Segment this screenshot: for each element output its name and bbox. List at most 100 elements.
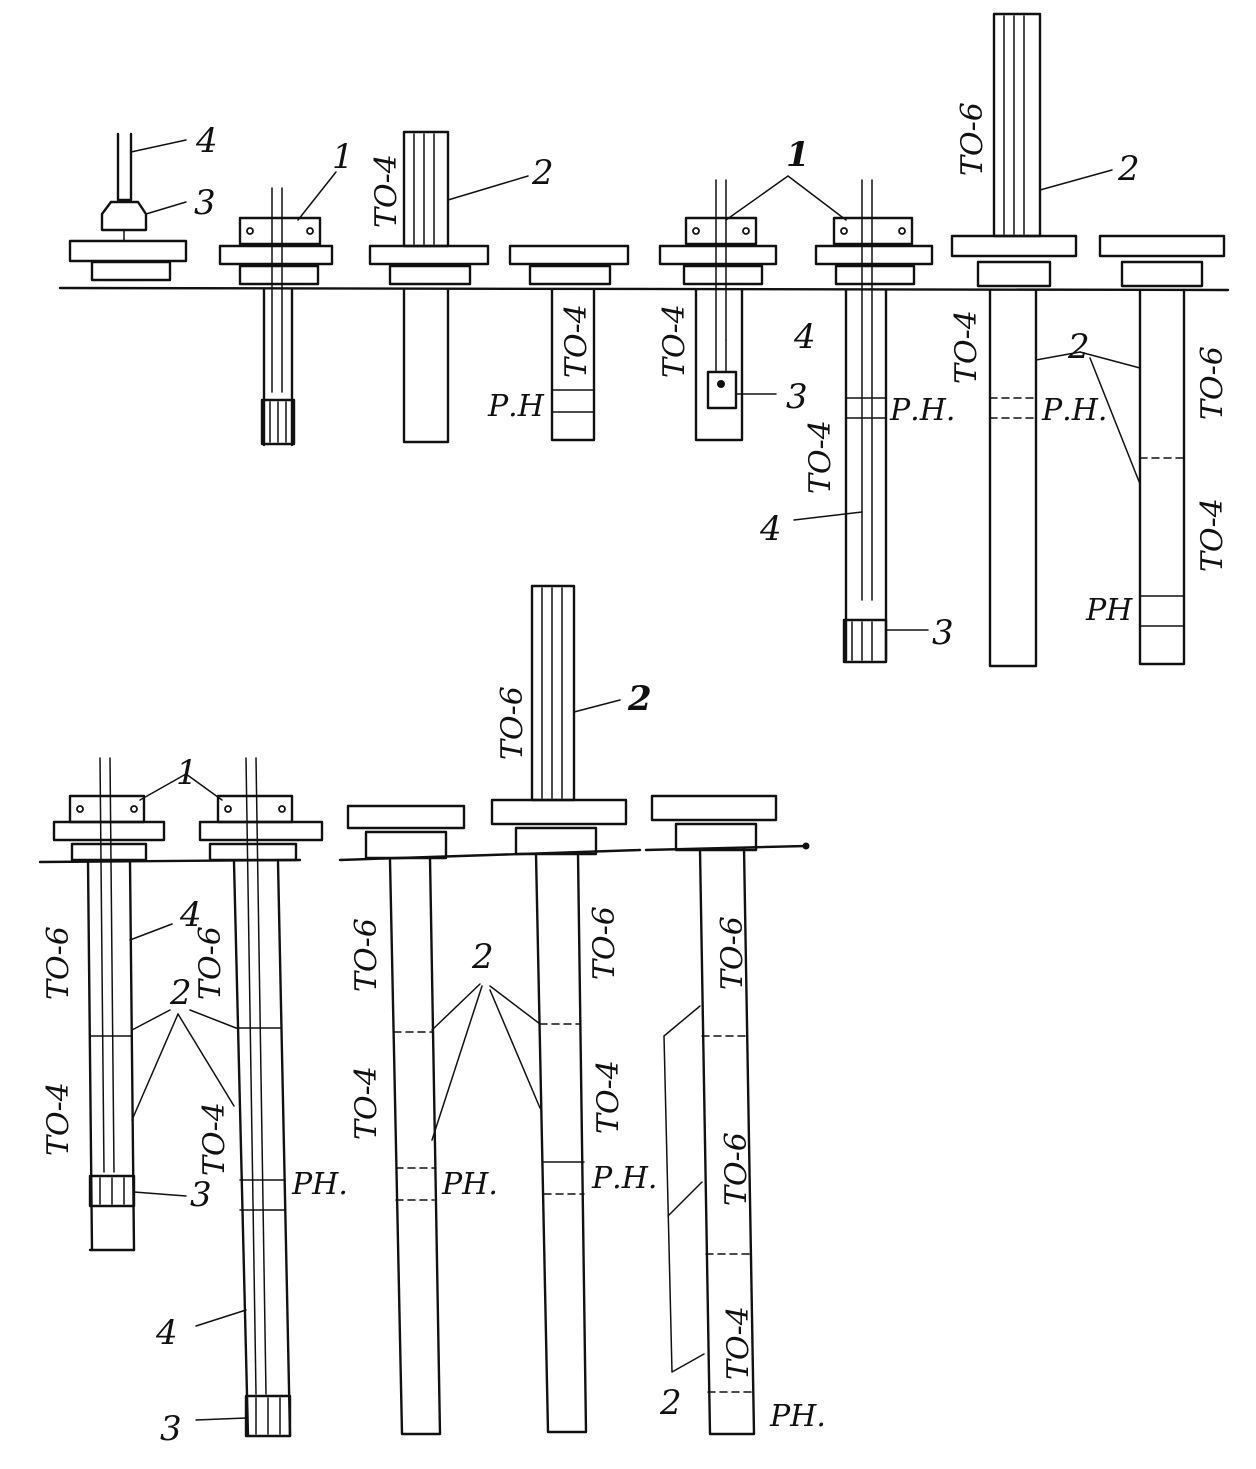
label-4: 4 (793, 317, 816, 357)
rotor-table (368, 244, 490, 266)
label-to4: ТО-4 (559, 304, 594, 378)
ground-end-dot (802, 842, 810, 850)
label-to4: ТО-4 (803, 420, 838, 494)
drill-rod (99, 757, 105, 1173)
leader-1b (185, 773, 223, 801)
hole-wall (232, 860, 250, 1438)
step-l (489, 584, 628, 1434)
casing-to6 (1138, 288, 1186, 666)
hole-wall (86, 860, 94, 1252)
label-3: 3 (786, 377, 808, 417)
leader-2d (489, 989, 541, 1109)
label-rn: РН. (291, 1167, 348, 1202)
casing-to6 (698, 846, 756, 1436)
label-3: 3 (932, 613, 954, 653)
label-2: 2 (659, 1383, 682, 1423)
step-h (1079, 234, 1226, 666)
label-2: 2 (1067, 327, 1090, 367)
label-3: 3 (194, 183, 216, 223)
rotor-table (68, 239, 188, 263)
label-rn: Р.Н. (591, 1161, 657, 1196)
clamp-1 (216, 794, 294, 824)
leader-1a (725, 175, 789, 221)
clamp-hole (246, 227, 254, 235)
label-to6: ТО-6 (587, 906, 622, 980)
label-to4: ТО-4 (197, 1102, 232, 1176)
leader-4 (129, 923, 173, 941)
label-3: 3 (190, 1175, 212, 1215)
label-rn: РН. (441, 1167, 498, 1202)
leader-3 (133, 1191, 187, 1197)
clamp-hole (76, 805, 84, 813)
label-to6: ТО-6 (193, 926, 228, 1000)
rotor-base (70, 842, 148, 862)
clamp-1 (68, 794, 146, 824)
step-e (658, 175, 789, 442)
label-to4: ТО-4 (349, 1066, 384, 1140)
leader-2c (1089, 357, 1141, 485)
leader-2a (131, 1013, 179, 1121)
leader-2b (431, 985, 483, 1141)
label-to4: ТО-4 (41, 1082, 76, 1156)
leader-2c (489, 985, 541, 1025)
rotor-base (364, 830, 448, 860)
label-rn: Р.Н. (1041, 393, 1107, 428)
rotor-base (388, 264, 472, 286)
leader-2b (177, 1013, 235, 1107)
drill-rod (245, 757, 257, 1395)
label-1: 1 (786, 135, 810, 175)
leader-2 (447, 175, 529, 201)
rotor-base (682, 264, 764, 286)
clamp-hole (130, 805, 138, 813)
label-2: 2 (1117, 149, 1140, 189)
step-j (177, 757, 324, 1438)
label-1: 1 (332, 137, 354, 177)
drill-bit (100, 200, 148, 232)
label-2: 2 (531, 153, 554, 193)
drill-bit (260, 398, 296, 446)
ground-line (58, 286, 1230, 292)
hole-wall (276, 860, 292, 1438)
label-to6: ТО-6 (955, 102, 990, 176)
casing-to6-above (992, 12, 1042, 238)
casing-to4-below (402, 288, 450, 444)
step-d (508, 244, 630, 442)
label-to6: ТО-6 (1195, 346, 1230, 420)
label-to4: ТО-4 (369, 154, 404, 228)
rotor-table (950, 234, 1078, 258)
leader-2a (1035, 351, 1081, 361)
ground-line (644, 844, 808, 852)
clamp-hole (898, 227, 906, 235)
leader-2e (189, 1009, 237, 1029)
drill-bit (706, 370, 738, 410)
leader-2 (1039, 169, 1113, 191)
label-rn: РН (1085, 593, 1133, 628)
label-to4: ТО-4 (949, 310, 984, 384)
rotor-base (976, 260, 1052, 288)
clamp-hole (692, 227, 700, 235)
rotor-table (508, 244, 630, 266)
rotor-base (834, 264, 916, 286)
rotor-table (1098, 234, 1226, 258)
label-rn: РН. (769, 1399, 826, 1434)
label-to6: ТО-6 (349, 918, 384, 992)
labels: 4 3 1 2 1 4 3 4 3 2 2 ТО-4 ТО-4 ТО-4 ТО-… (41, 102, 1230, 1449)
drill-bit (244, 1394, 292, 1438)
leader-2d (131, 1009, 171, 1031)
rotor-table (346, 804, 466, 830)
label-4: 4 (195, 121, 218, 161)
rotor-base (1120, 260, 1204, 288)
casing-to6-above (530, 584, 576, 802)
label-4: 4 (759, 509, 782, 549)
label-4: 4 (155, 1313, 178, 1353)
drill-bit (88, 1174, 136, 1208)
label-to4: ТО-4 (657, 304, 692, 378)
leader-2-bracket (663, 1005, 705, 1373)
leader-2 (573, 699, 621, 713)
leader-1b (787, 175, 847, 221)
leader-1 (297, 171, 337, 221)
casing-to6 (388, 856, 442, 1436)
casing-to6-below (988, 288, 1038, 668)
label-4: 4 (179, 895, 202, 935)
